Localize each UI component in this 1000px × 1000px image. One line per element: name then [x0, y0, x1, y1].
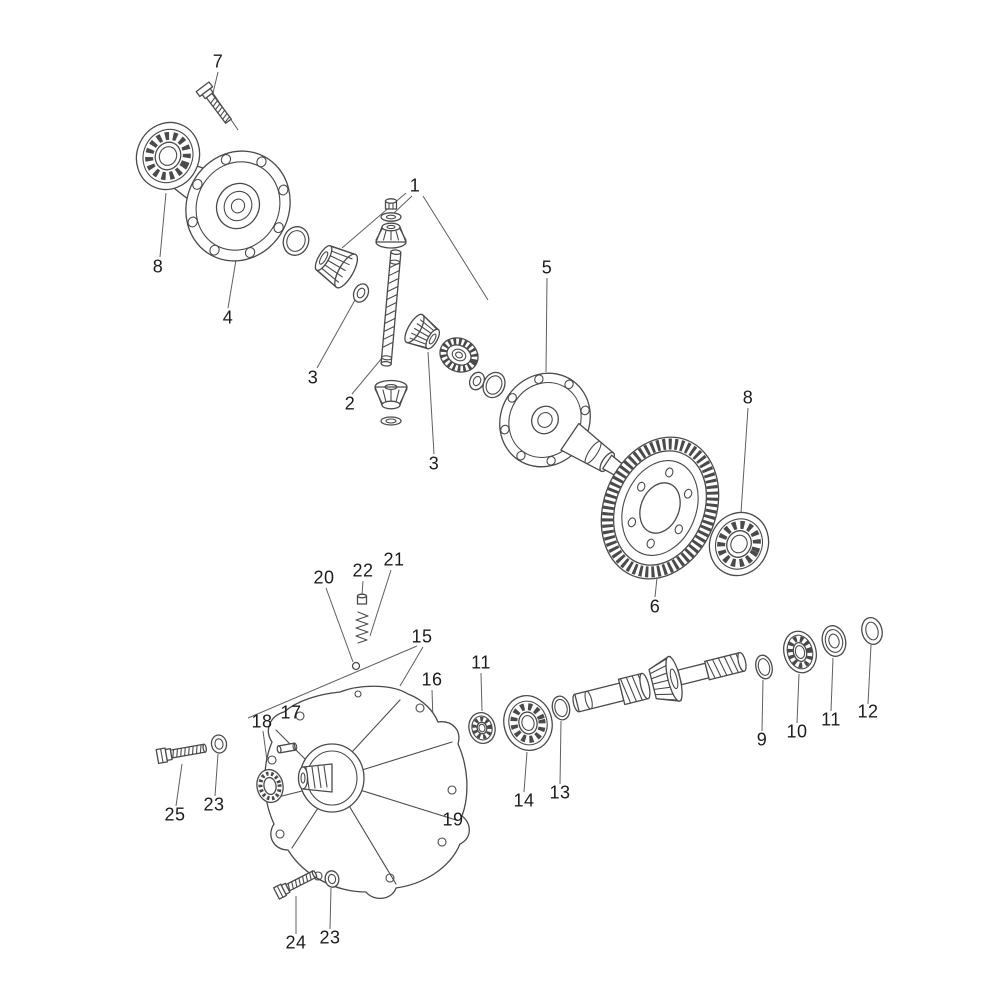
spacer-sleeve-12	[861, 617, 883, 645]
dowel-pin-17	[276, 742, 298, 754]
shim-ring-9	[755, 654, 773, 680]
washer-bottom-1	[380, 416, 402, 426]
bearing-sleeve-18	[256, 768, 284, 804]
pinion-shaft	[572, 651, 747, 713]
hex-bolt-7	[195, 81, 232, 124]
detent-spring-21	[355, 611, 369, 644]
spring-washer-23-bottom	[324, 870, 340, 888]
hex-bolt-24	[272, 870, 318, 900]
spider-gear-bottom-1	[374, 379, 408, 410]
side-bevel-gear-left	[314, 244, 359, 289]
seal-ring-11-right	[821, 625, 847, 657]
ball-bearing-8-right	[708, 511, 770, 577]
snap-ring-13	[551, 695, 571, 721]
ball-bearing-14	[503, 695, 553, 751]
nut-top-1	[384, 198, 398, 210]
detent-plug-22	[356, 593, 368, 605]
ring-gear-6	[600, 436, 720, 580]
spider-gear-face-3	[439, 337, 479, 373]
detent-ball-20	[351, 661, 361, 671]
spring-washer-23-left	[210, 734, 228, 754]
side-bevel-gear-right	[404, 313, 441, 350]
washer-top-1	[380, 212, 402, 222]
thrust-washer-left-3	[352, 283, 370, 303]
ball-bearing-10	[783, 630, 817, 674]
side-cover-15	[264, 685, 470, 899]
o-ring-housing	[282, 226, 310, 256]
hex-bolt-25	[155, 743, 207, 765]
spider-gear-shaft-2	[380, 249, 402, 367]
o-ring-gearset	[482, 371, 506, 399]
leader-lines	[159, 71, 872, 934]
spider-gear-top-1	[375, 222, 407, 249]
bearing-11-left	[468, 711, 496, 745]
ball-bearing-8-left	[135, 121, 201, 191]
